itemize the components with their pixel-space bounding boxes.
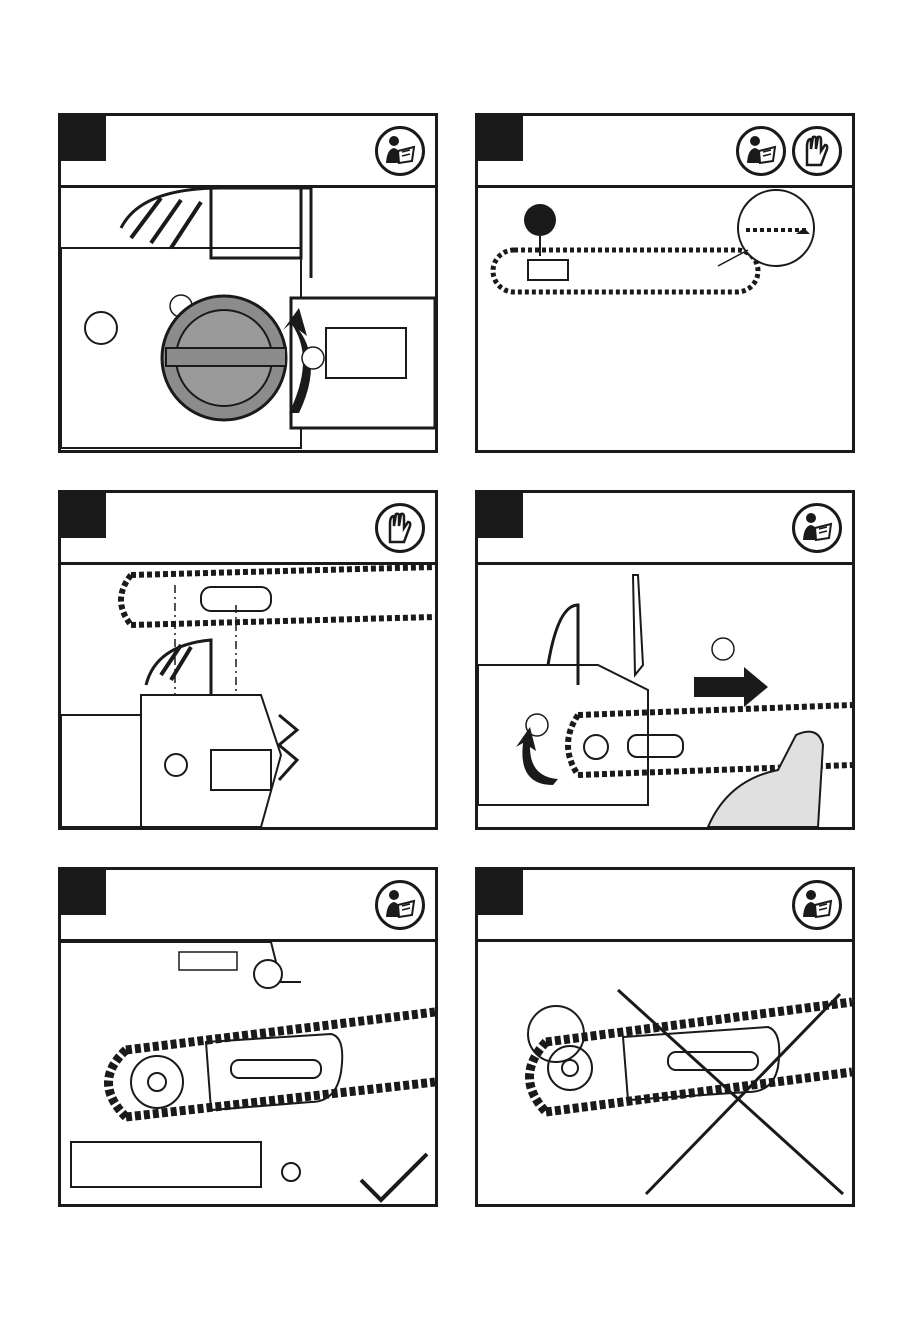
gloves-icon [375,503,425,553]
step-number-badge [478,116,523,161]
illustration-tension-bar [478,565,852,827]
step-panel-4 [475,490,855,830]
illustration-chain-on-sprocket [61,565,435,827]
illustration-correct-position [61,942,435,1204]
step-header-1 [61,116,435,188]
step-panel-6 [475,867,855,1207]
step-number-badge [61,116,106,161]
step-panel-3 [58,490,438,830]
step-header-4 [478,493,852,565]
manual-icon [375,880,425,930]
gloves-icon [792,126,842,176]
step-panel-1 [58,113,438,453]
step-number-badge [478,493,523,538]
step-header-5 [61,870,435,942]
manual-icon [792,503,842,553]
step-header-2 [478,116,852,188]
manual-icon [736,126,786,176]
step-panel-2 [475,113,855,453]
manual-icon [375,126,425,176]
step-number-badge [61,870,106,915]
step-number-badge [478,870,523,915]
illustration-bar-and-chain [478,188,852,450]
step-panel-5 [58,867,438,1207]
step-number-badge [61,493,106,538]
illustration-incorrect-position [478,942,852,1204]
step-header-6 [478,870,852,942]
step-header-3 [61,493,435,565]
illustration-chain-cover [61,188,435,450]
manual-icon [792,880,842,930]
